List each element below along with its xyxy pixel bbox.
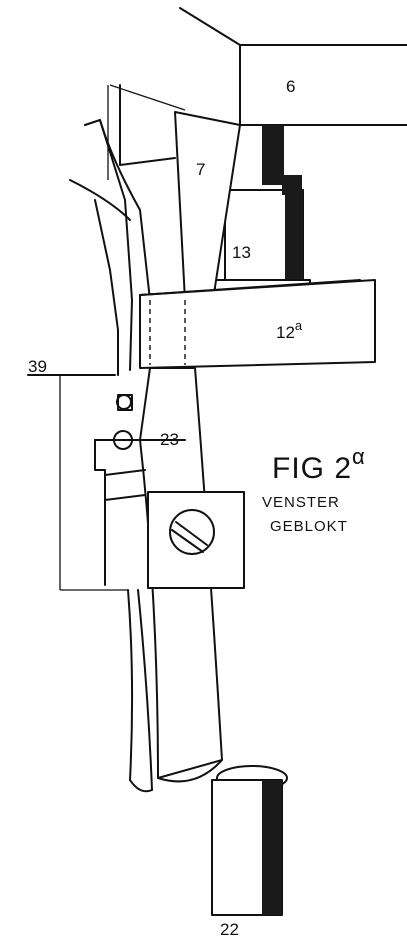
shaft-22 (211, 765, 288, 916)
figure-title: FIG 2α (272, 444, 366, 485)
bar-12a (139, 279, 376, 369)
label-6: 6 (286, 77, 295, 96)
lower-blade (127, 589, 153, 793)
spring-strip (69, 119, 151, 376)
label-7: 7 (196, 160, 205, 179)
caption-line-1: VENSTER (262, 494, 340, 511)
caption-line-2: GEBLOKT (270, 518, 348, 535)
label-23: 23 (160, 430, 179, 449)
label-22: 22 (220, 920, 239, 939)
label-13: 13 (232, 243, 251, 262)
back-plate (107, 84, 176, 180)
label-12a: 12a (276, 318, 303, 342)
leader-39 (27, 374, 128, 591)
clamp-block (94, 439, 245, 589)
label-39: 39 (28, 357, 47, 376)
housing-block-6 (109, 7, 407, 126)
